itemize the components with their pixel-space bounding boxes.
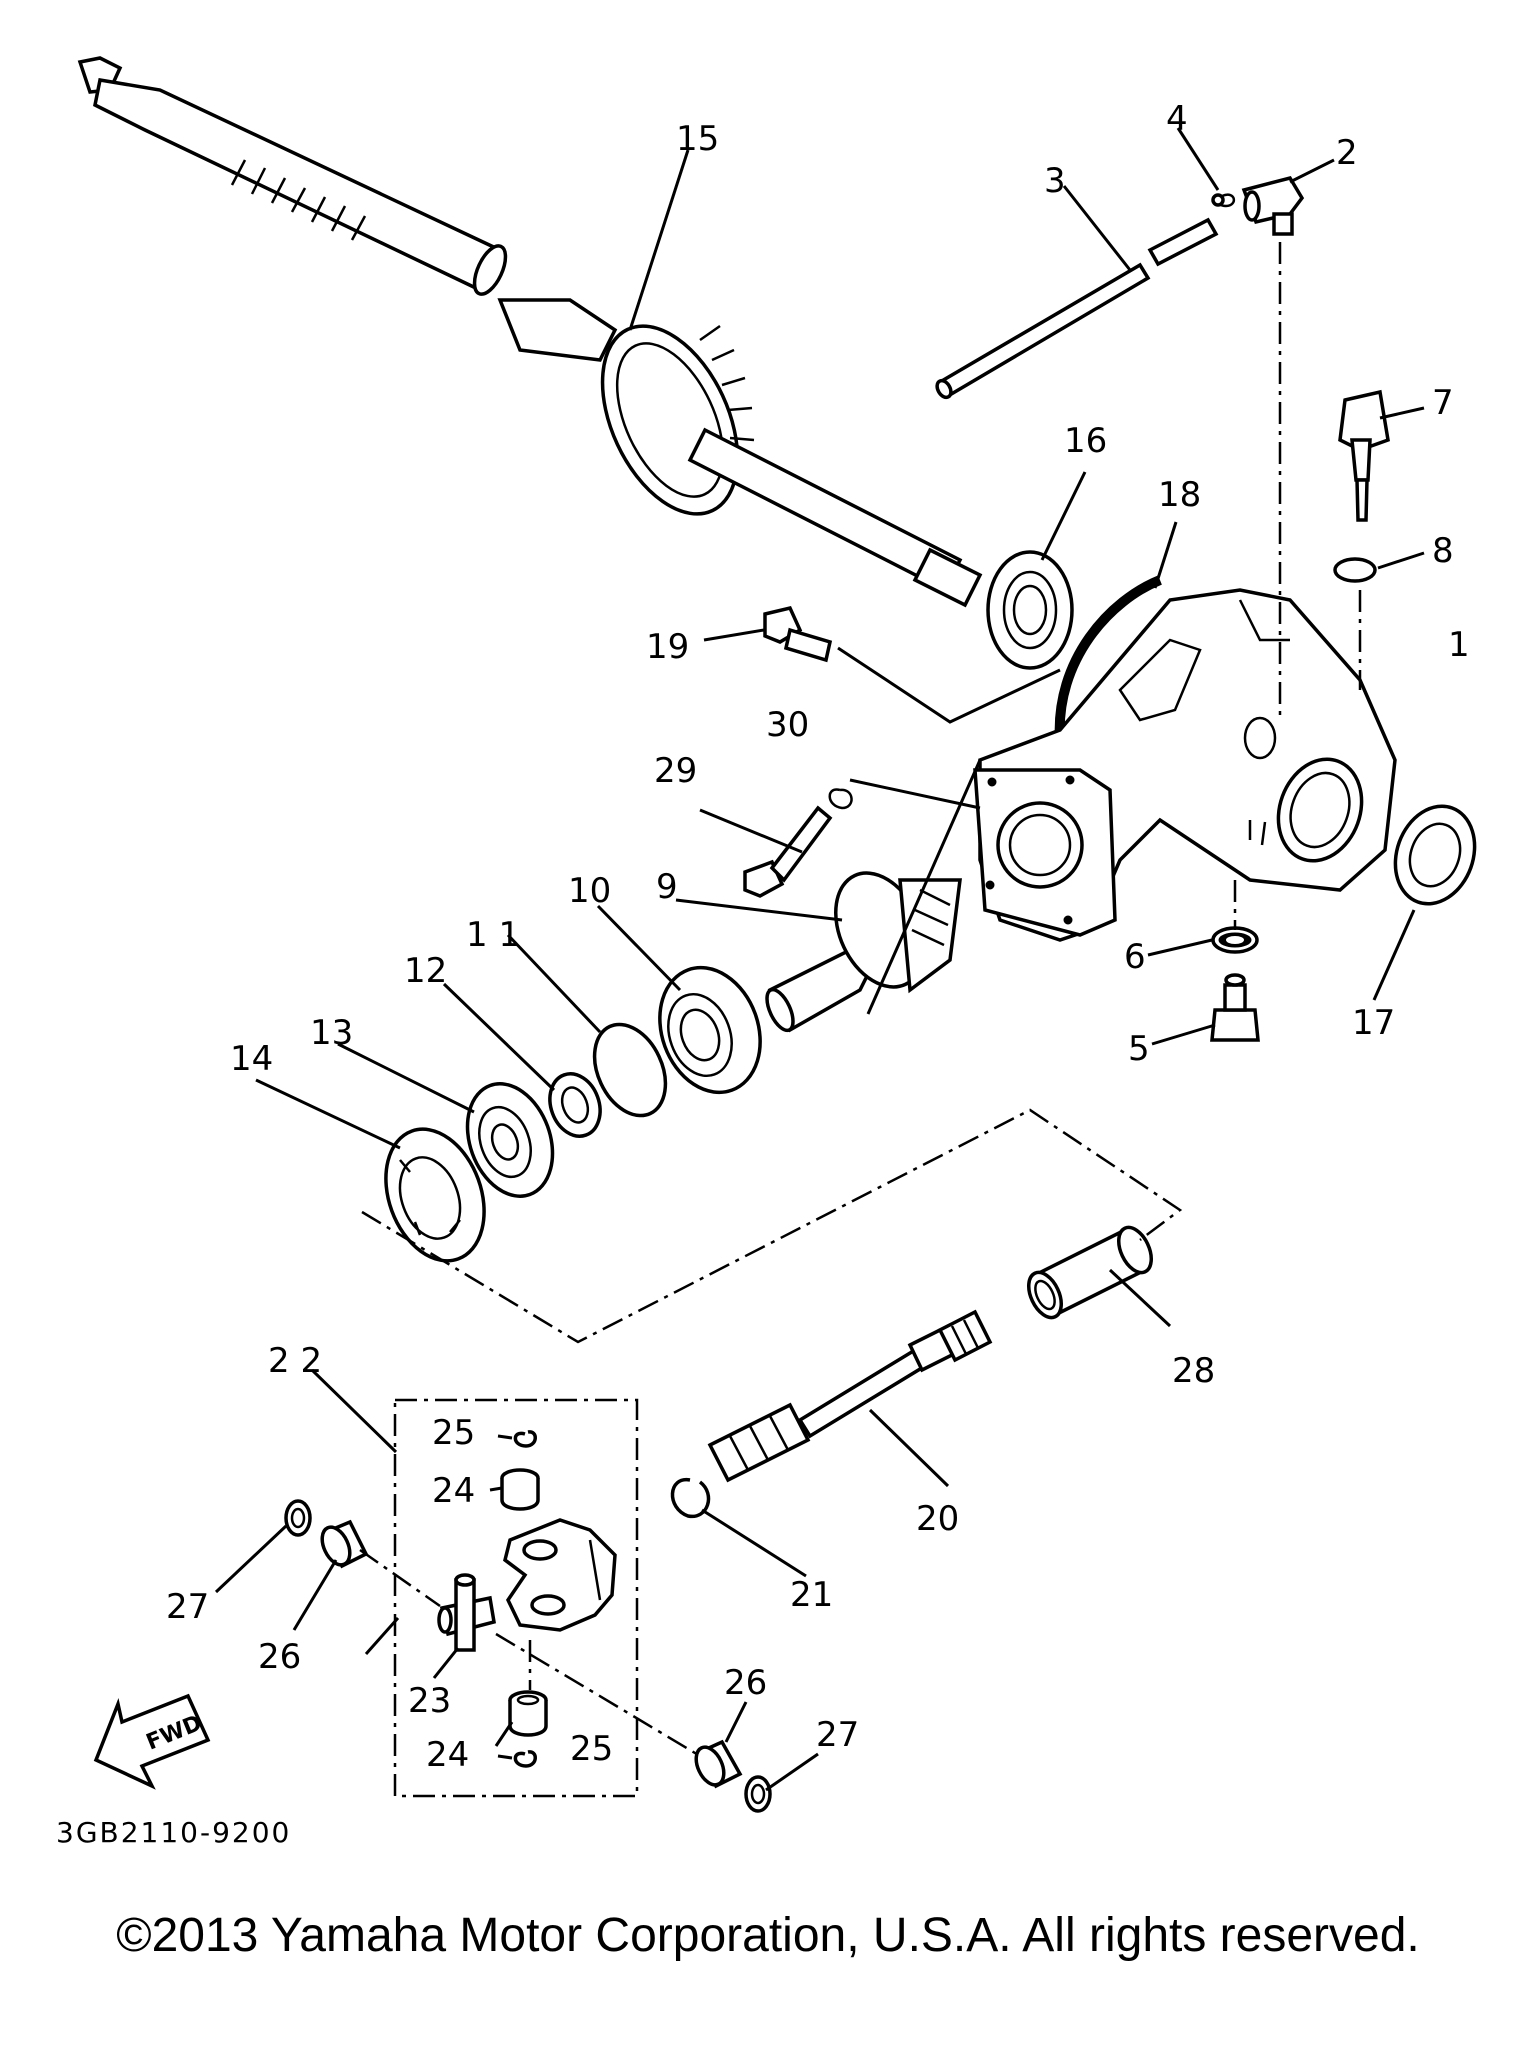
diagram-code: 3GB2110-9200 [56, 1816, 291, 1849]
callout-28: 28 [1172, 1351, 1215, 1391]
callout-2: 2 [1336, 133, 1358, 173]
callout-6: 6 [1124, 937, 1146, 977]
callout-11: 1 1 [466, 915, 520, 955]
callout-13: 13 [310, 1013, 353, 1053]
callout-17: 17 [1352, 1003, 1395, 1043]
part-3-breather-hose [935, 217, 1219, 400]
part-27-washer-right [744, 1775, 772, 1813]
part-15-axle-shaft [77, 56, 983, 608]
part-27-washer-left [284, 1499, 312, 1537]
part-6-gasket [1211, 926, 1259, 954]
part-24-bearing-cap-top [500, 1468, 540, 1511]
part-21-circlip [670, 1478, 711, 1519]
part-20-drive-shaft [707, 1309, 993, 1483]
callout-27-right: 27 [816, 1715, 859, 1755]
part-10-bearing [658, 965, 762, 1095]
callout-25-bottom: 25 [570, 1729, 613, 1769]
callout-29: 29 [654, 751, 697, 791]
part-26-cap-right [694, 1739, 743, 1789]
callout-30: 30 [766, 705, 809, 745]
callout-26-right: 26 [724, 1663, 767, 1703]
part-18-gasket [1054, 575, 1162, 741]
part-11-o-ring [592, 1022, 668, 1118]
fwd-arrow-icon: FWD [93, 1693, 211, 1790]
part-14-retainer [384, 1127, 486, 1263]
callout-10: 10 [568, 871, 611, 911]
part-16-oil-seal [986, 550, 1074, 670]
callout-16: 16 [1064, 421, 1107, 461]
part-5-drain-bolt [1210, 973, 1260, 1042]
callout-14: 14 [230, 1039, 273, 1079]
callout-1: 1 [1448, 625, 1470, 665]
part-17-oil-seal [1393, 804, 1477, 906]
callout-3: 3 [1044, 161, 1066, 201]
part-12-oil-seal [548, 1072, 602, 1138]
part-29-bolt [743, 805, 833, 898]
part-8-o-ring [1333, 557, 1377, 583]
callout-numbers: 1 2 3 4 5 6 7 8 9 10 1 1 12 13 14 15 16 … [166, 99, 1470, 1775]
callout-26-left: 26 [258, 1637, 301, 1677]
part-30-washer [828, 788, 853, 810]
callout-7: 7 [1432, 383, 1454, 423]
part-1-gear-case [973, 588, 1397, 942]
callout-19: 19 [646, 627, 689, 667]
callout-27-left: 27 [166, 1587, 209, 1627]
callout-22: 2 2 [268, 1341, 322, 1381]
callout-4: 4 [1166, 99, 1188, 139]
part-28-coupling [1027, 1225, 1153, 1320]
callout-24-bottom: 24 [426, 1735, 469, 1775]
callout-9: 9 [656, 867, 678, 907]
part-25-circlip-bottom [513, 1750, 537, 1768]
callout-20: 20 [916, 1499, 959, 1539]
part-13-bearing [465, 1082, 555, 1198]
part-9-pinion-gear [765, 871, 962, 1033]
callout-15: 15 [676, 119, 719, 159]
part-19-bolt [763, 605, 833, 663]
part-25-circlip-top [513, 1430, 537, 1448]
part-24-bearing-cap-bottom [508, 1690, 548, 1737]
callout-21: 21 [790, 1575, 833, 1615]
callout-5: 5 [1128, 1029, 1150, 1069]
part-4-clip [1211, 193, 1235, 208]
callout-23: 23 [408, 1681, 451, 1721]
callout-18: 18 [1158, 475, 1201, 515]
copyright-notice: ©2013 Yamaha Motor Corporation, U.S.A. A… [116, 1909, 1420, 1962]
part-22-yoke [503, 1518, 617, 1632]
part-2-breather-union [1241, 175, 1305, 236]
part-26-cap-left [320, 1519, 369, 1569]
callout-24-top: 24 [432, 1471, 475, 1511]
callout-12: 12 [404, 951, 447, 991]
part-7-plug [1338, 389, 1390, 522]
part-22-group-box [393, 1398, 639, 1798]
leader-lines [214, 127, 1425, 1792]
part-23-spider [437, 1573, 496, 1652]
callout-25-top: 25 [432, 1413, 475, 1453]
callout-8: 8 [1432, 531, 1454, 571]
alignment-lines [359, 242, 1362, 1758]
